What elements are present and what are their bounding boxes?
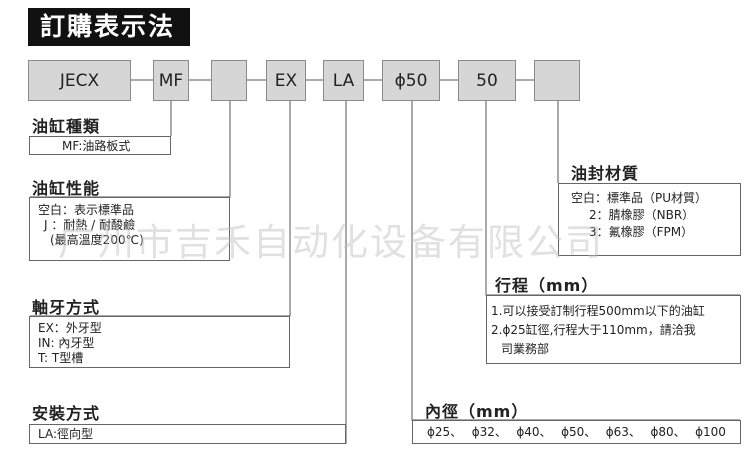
seal-heading: 油封材質 (571, 164, 640, 183)
code-segment-stroke: 50 (458, 60, 516, 101)
stroke-box: 1.可以接受訂制行程500mm以下的油缸 2.ϕ25缸徑,行程大于110mm，請… (486, 295, 741, 364)
performance-item: J ：耐熱 / 耐酸鹼 (44, 218, 136, 232)
code-segment-type: MF (153, 60, 189, 101)
mounting-box: LA:徑向型 (29, 424, 346, 444)
code-segment-seal (534, 60, 580, 101)
stroke-heading: 行程（mm） (495, 276, 599, 295)
bore-option: ϕ40、 (516, 425, 552, 439)
performance-box: 空白：表示標準品 J ：耐熱 / 耐酸鹼 (最高溫度200℃) (29, 197, 230, 261)
bore-option: ϕ80、 (650, 425, 686, 439)
performance-item: (最高溫度200℃) (50, 233, 144, 247)
seal-item: 2：腈橡膠（NBR） (589, 208, 695, 222)
bore-box: ϕ25、 ϕ32、 ϕ40、 ϕ50、 ϕ63、 ϕ80、 ϕ100 (412, 420, 741, 444)
page-title: 訂購表示法 (28, 8, 190, 46)
stroke-item: 司業務部 (501, 342, 550, 356)
bore-option: ϕ100 (695, 425, 726, 439)
seal-item: 空白：標準品（PU材質） (571, 191, 708, 205)
bore-option: ϕ50、 (561, 425, 597, 439)
mounting-heading: 安裝方式 (32, 404, 101, 423)
performance-heading: 油缸性能 (32, 179, 101, 198)
performance-item: 空白：表示標準品 (38, 203, 135, 217)
stroke-item: 1.可以接受訂制行程500mm以下的油缸 (491, 304, 705, 318)
thread-heading: 軸牙方式 (32, 298, 101, 317)
bore-option: ϕ25、 (427, 425, 463, 439)
seal-box: 空白：標準品（PU材質） 2：腈橡膠（NBR） 3：氟橡膠（FPM） (558, 183, 741, 256)
cylinder-type-heading: 油缸種類 (32, 117, 101, 136)
code-segment-bore: ϕ50 (382, 60, 440, 101)
bore-option: ϕ32、 (471, 425, 507, 439)
bore-heading: 內徑（mm） (425, 402, 529, 421)
leader-bore (411, 101, 740, 421)
cylinder-type-item: MF:油路板式 (62, 139, 131, 153)
code-segment-mounting: LA (323, 60, 364, 101)
thread-item: T: T型槽 (38, 351, 84, 365)
bore-option: ϕ63、 (605, 425, 641, 439)
mounting-item: LA:徑向型 (38, 427, 94, 441)
code-segment-thread: EX (266, 60, 306, 101)
stroke-item: 2.ϕ25缸徑,行程大于110mm，請洽我 (491, 323, 696, 337)
thread-box: EX：外牙型 IN: 內牙型 T: T型槽 (29, 316, 290, 368)
thread-item: IN: 內牙型 (38, 336, 95, 350)
thread-item: EX：外牙型 (38, 321, 102, 335)
cylinder-type-box: MF:油路板式 (29, 136, 171, 155)
code-segment-series: JECX (28, 60, 131, 101)
code-segment-performance (211, 60, 247, 101)
seal-item: 3：氟橡膠（FPM） (589, 225, 694, 239)
